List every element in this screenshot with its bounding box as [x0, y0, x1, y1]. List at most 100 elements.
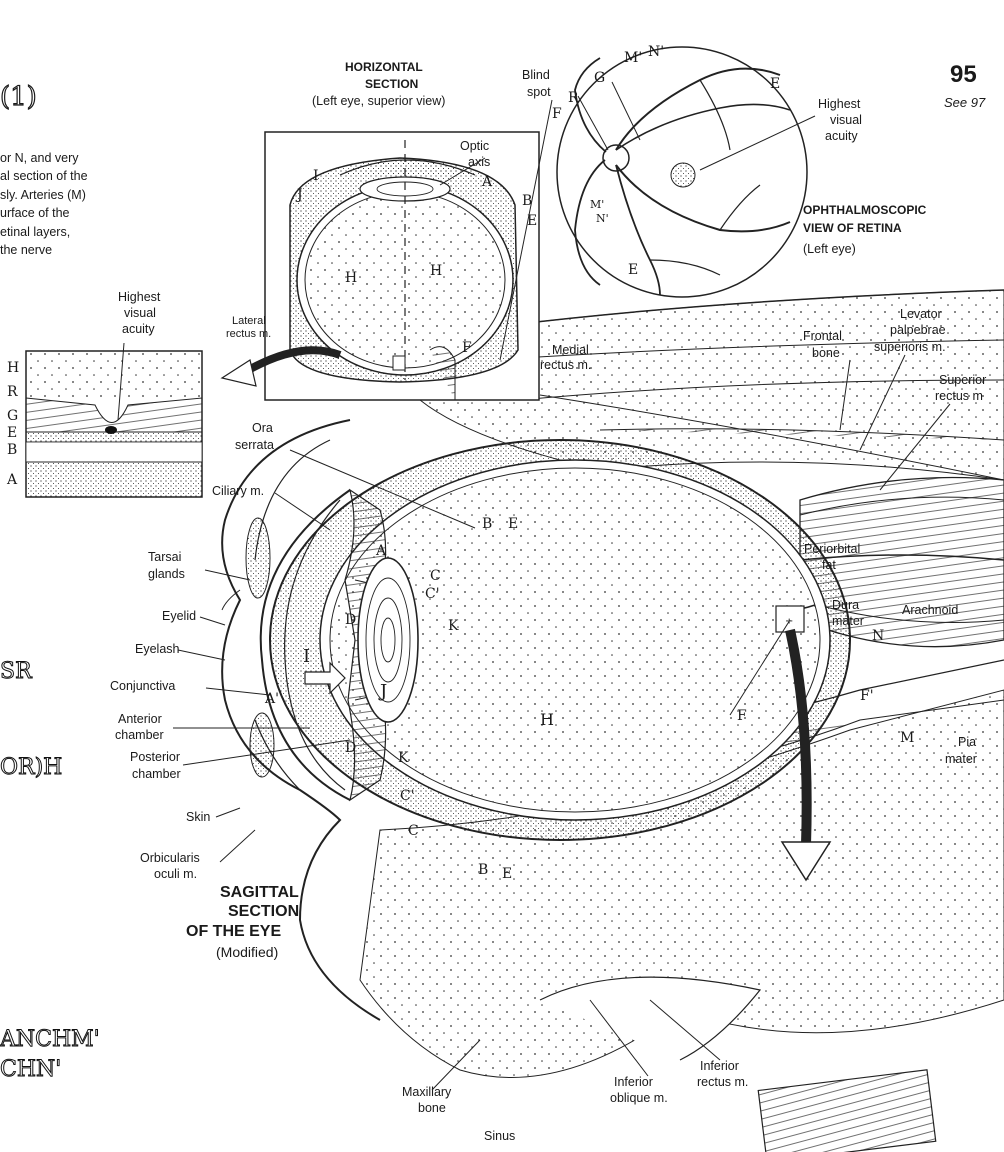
letter-e-2: E [628, 262, 638, 278]
periorbital-label-2: fat [822, 558, 836, 572]
pia-label-2: mater [945, 752, 977, 766]
letter-k: K [448, 618, 459, 634]
intro-line: sly. Arteries (M) [0, 188, 86, 202]
lateral-rectus-label-2: rectus m. [226, 328, 271, 340]
horizontal-title-2: SECTION [365, 77, 418, 91]
eyelash-label: Eyelash [135, 642, 180, 656]
frontal-bone-label: Frontal [803, 329, 842, 343]
letter-e-2: E [502, 866, 512, 882]
dura-label-2: mater [832, 614, 864, 628]
inferior-rectus-label-2: rectus m. [697, 1075, 748, 1089]
letter-n: N [872, 628, 884, 644]
letter-j: J [295, 187, 303, 203]
retina-acuity-label-2: visual [830, 113, 862, 127]
intro-text: or N, and very al section of the sly. Ar… [0, 151, 88, 257]
page-number: 95 [950, 61, 977, 88]
letter-h: H [540, 710, 554, 729]
intro-line: urface of the [0, 206, 70, 220]
letter-c-2: C [408, 823, 419, 839]
horizontal-section [222, 132, 539, 400]
letter-i: I [303, 646, 310, 667]
levator-label-2: palpebrae [890, 323, 946, 337]
letter-j: J [378, 681, 387, 702]
letter-m-prime-2: M' [590, 198, 604, 211]
inferior-oblique-label: Inferior [614, 1075, 653, 1089]
layer-a: A [6, 472, 18, 488]
letter-e: E [770, 76, 780, 92]
letter-a-prime: A' [264, 691, 279, 707]
letter-c-prime: C' [425, 586, 440, 602]
letter-b-2: B [478, 862, 488, 878]
eyelid-label: Eyelid [162, 609, 196, 623]
letter-k-2: K [398, 750, 409, 766]
letter-d: D [345, 612, 356, 628]
letter-f: F [737, 708, 747, 724]
margin-letters-ch: CHN' [0, 1057, 61, 1082]
orbicularis-label: Orbicularis [140, 851, 200, 865]
intro-line: al section of the [0, 169, 88, 183]
optic-axis-label: Optic [460, 139, 489, 153]
posterior-chamber-label: Posterior [130, 750, 180, 764]
inset-acuity-label: Highest [118, 290, 161, 304]
letter-a: A [375, 543, 387, 559]
letter-r: R [568, 90, 579, 106]
retina-detail-box [758, 1070, 936, 1152]
inset-acuity-label-3: acuity [122, 322, 155, 336]
intro-line: etinal layers, [0, 225, 70, 239]
sinus-label: Sinus [484, 1129, 515, 1143]
blind-spot-label-2: spot [527, 85, 551, 99]
letter-e: E [508, 516, 518, 532]
intro-line: the nerve [0, 243, 52, 257]
letter-m-prime: M' [624, 50, 642, 66]
periorbital-label: Periorbital [804, 542, 860, 556]
sagittal-title-3: OF THE EYE [186, 923, 281, 940]
letter-h-2: H [430, 263, 442, 279]
retina-title-2: VIEW OF RETINA [803, 221, 902, 235]
layer-b: B [7, 442, 17, 458]
layer-h: H [7, 360, 19, 376]
letter-c-prime-2: C' [400, 788, 415, 804]
retina-layers-inset [26, 343, 202, 497]
sagittal-title: SAGITTAL [220, 884, 299, 901]
retina-subtitle: (Left eye) [803, 242, 856, 256]
letter-m: M [900, 730, 914, 746]
eyeball: ÷ [261, 440, 850, 840]
letter-a: A [481, 174, 493, 190]
orbicularis-label-2: oculi m. [154, 867, 197, 881]
posterior-chamber-label-2: chamber [132, 767, 181, 781]
dura-label: Dura [832, 598, 859, 612]
inset-layer-letters: H R G E B A [6, 360, 19, 488]
frontal-bone-label-2: bone [812, 346, 840, 360]
letter-i: I [313, 168, 319, 184]
inferior-rectus-label: Inferior [700, 1059, 739, 1073]
retina-acuity-label-3: acuity [825, 129, 858, 143]
maxillary-label-2: bone [418, 1101, 446, 1115]
levator-label: Levator [900, 307, 942, 321]
skin-label: Skin [186, 810, 210, 824]
blind-spot-label: Blind [522, 68, 550, 82]
superior-rectus-label-2: rectus m [935, 389, 983, 403]
tarsal-label-2: glands [148, 567, 185, 581]
letter-n-prime: N' [648, 44, 664, 60]
sagittal-modified: (Modified) [216, 944, 278, 960]
medial-rectus-label-2: rectus m. [540, 358, 591, 372]
layer-e: E [7, 425, 17, 441]
margin-letters-branch: ANCHM' [0, 1027, 100, 1052]
pia-label: Pia [958, 735, 976, 749]
letter-b: B [482, 516, 492, 532]
retina-title: OPHTHALMOSCOPIC [803, 203, 927, 217]
retina-acuity-label: Highest [818, 97, 861, 111]
title-fragment: (1) [0, 82, 37, 112]
letter-h: H [345, 270, 357, 286]
ora-label: Ora [252, 421, 273, 435]
medial-rectus-label: Medial [552, 343, 589, 357]
inferior-oblique-label-2: oblique m. [610, 1091, 668, 1105]
letter-n-prime-2: N' [596, 212, 609, 225]
intro-line: or N, and very [0, 151, 79, 165]
anterior-chamber-label-2: chamber [115, 728, 164, 742]
see-reference: See 97 [944, 95, 986, 110]
letter-f: F [462, 340, 472, 356]
layer-r: R [7, 384, 18, 400]
levator-label-3: superioris m. [874, 340, 946, 354]
horizontal-title: HORIZONTAL [345, 60, 423, 74]
